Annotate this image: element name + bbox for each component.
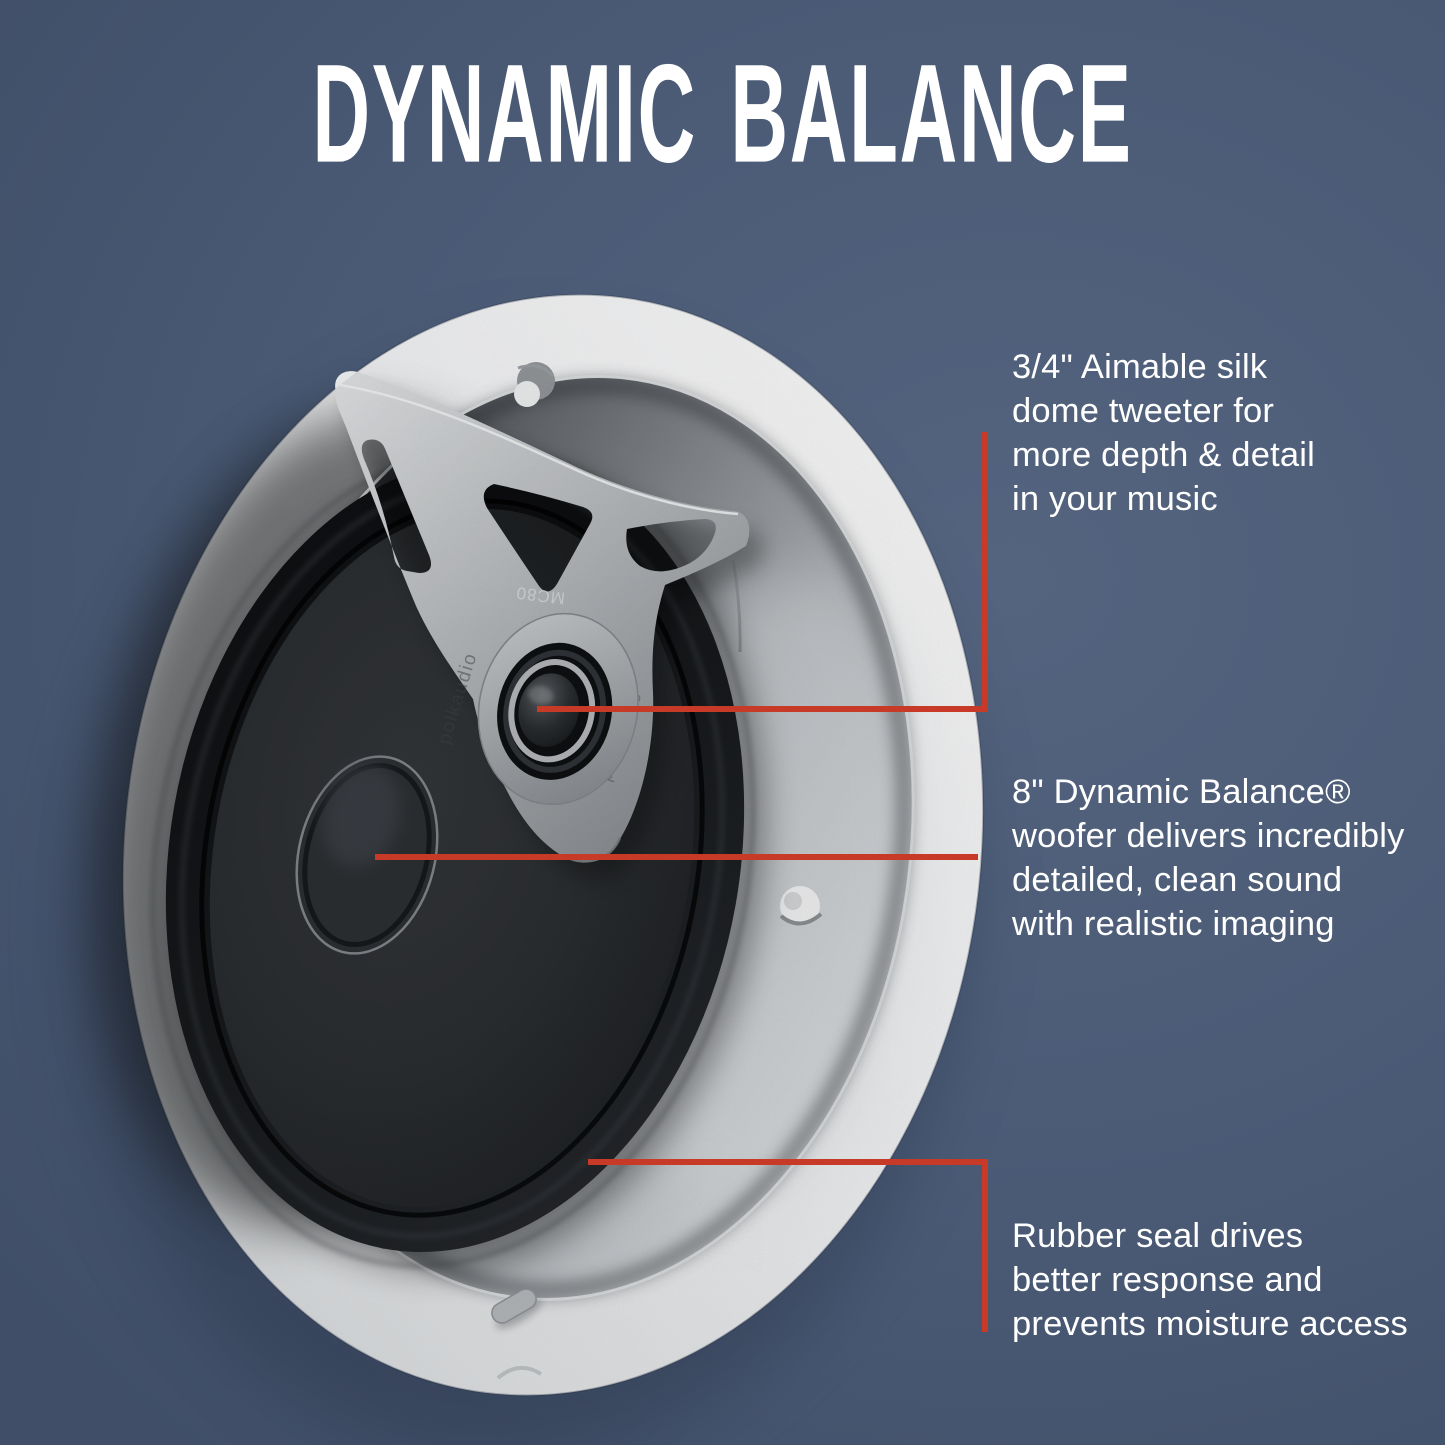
page-title: DYNAMIC BALANCE <box>312 35 1133 193</box>
callout-woofer-line: 8" Dynamic Balance® <box>1012 773 1351 811</box>
callout-rubber-seal: Rubber seal drives better response and p… <box>1012 1214 1442 1346</box>
callout-line-rubber-seal <box>588 1159 988 1332</box>
callout-woofer-line: detailed, clean sound <box>1012 861 1343 899</box>
callout-rubber-seal-line: better response and <box>1012 1261 1323 1299</box>
callout-tweeter-line: 3/4" Aimable silk <box>1012 348 1268 386</box>
callout-rubber-seal-line: Rubber seal drives <box>1012 1217 1304 1255</box>
callout-rubber-seal-line: prevents moisture access <box>1012 1305 1408 1343</box>
callout-woofer-line: woofer delivers incredibly <box>1012 817 1405 855</box>
callout-woofer: 8" Dynamic Balance® woofer delivers incr… <box>1012 770 1442 946</box>
callout-line-tweeter <box>537 432 988 712</box>
callout-tweeter: 3/4" Aimable silk dome tweeter for more … <box>1012 345 1442 521</box>
callout-woofer-line: with realistic imaging <box>1012 905 1335 943</box>
callout-tweeter-line: more depth & detail <box>1012 436 1315 474</box>
callout-tweeter-line: dome tweeter for <box>1012 392 1275 430</box>
callout-tweeter-line: in your music <box>1012 480 1218 518</box>
